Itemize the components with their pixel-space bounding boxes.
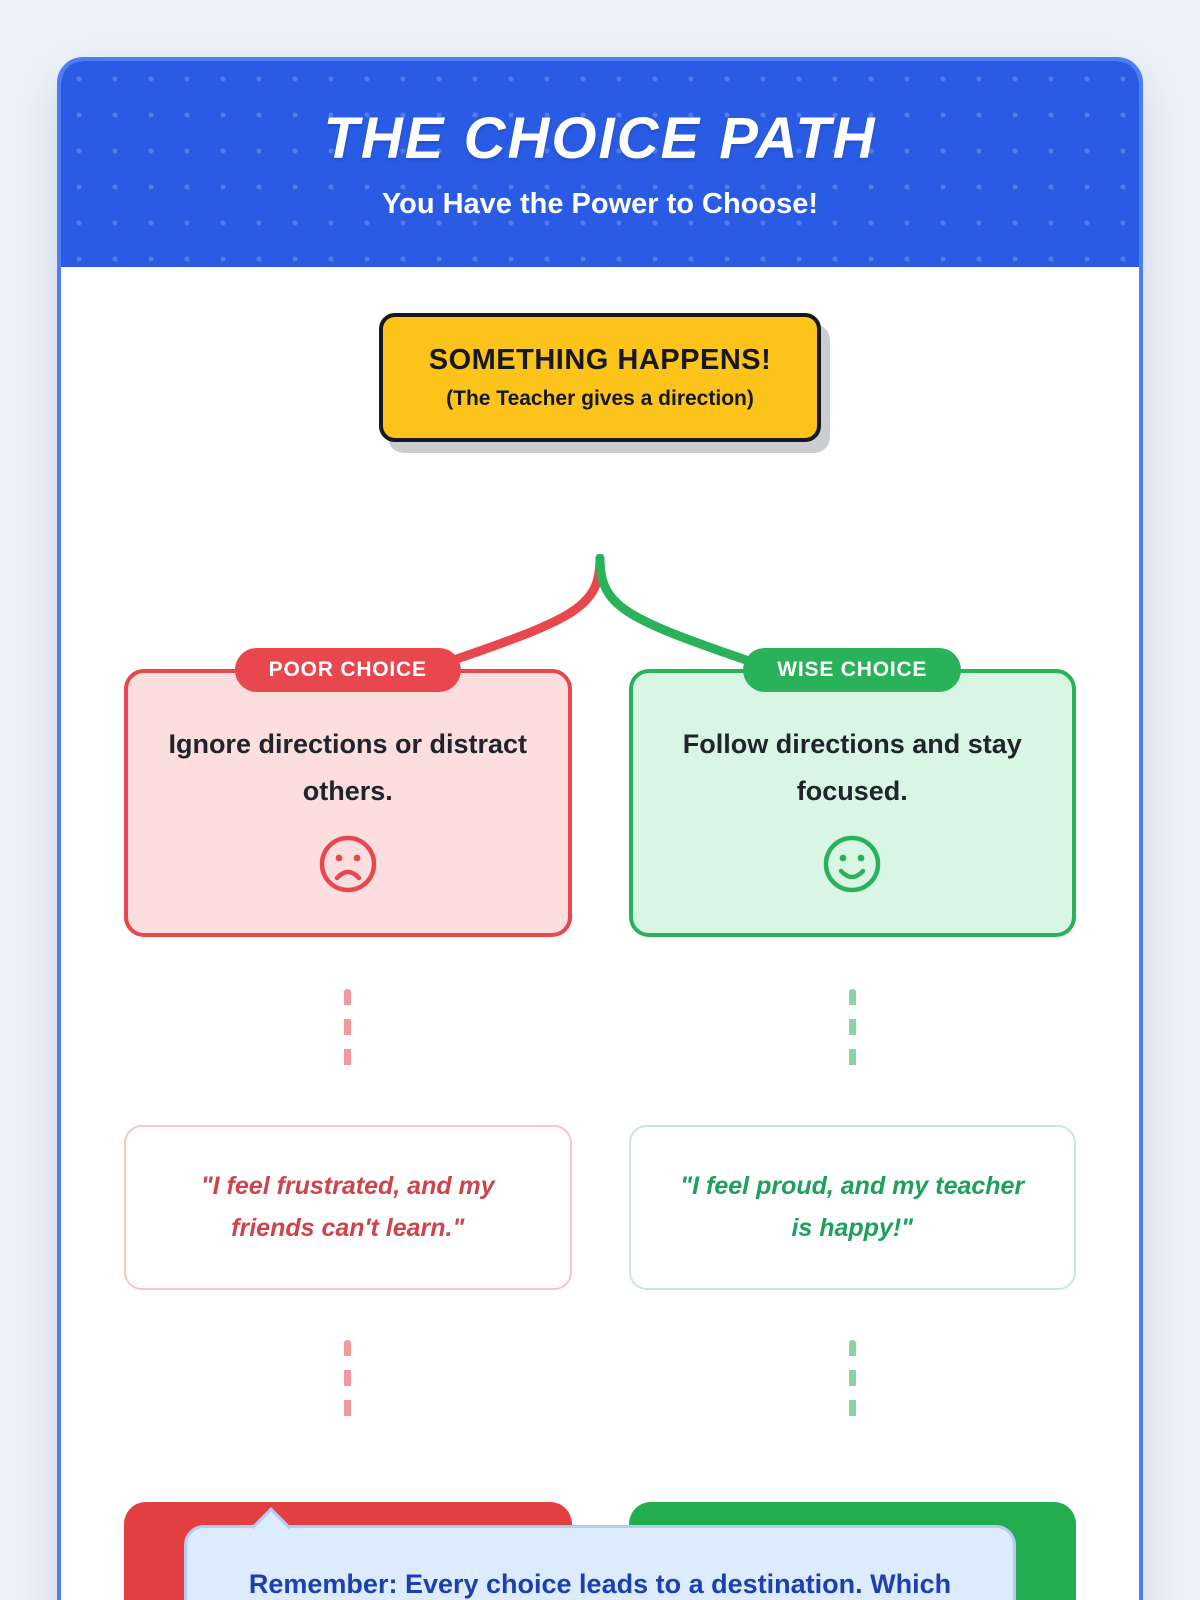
infographic-card: THE CHOICE PATH You Have the Power to Ch… [57,57,1143,1600]
dashed-connectors-row-1 [124,988,1076,1071]
dashed-connectors-row-2 [124,1339,1076,1422]
quote-cards-row: "I feel frustrated, and my friends can't… [124,1124,1076,1290]
wise-choice-card: WISE CHOICE Follow directions and stay f… [628,648,1076,937]
poor-path-curve [449,554,605,665]
page-title: THE CHOICE PATH [323,106,877,171]
poor-quote-card: "I feel frustrated, and my friends can't… [124,1124,572,1290]
wise-quote-card: "I feel proud, and my teacher is happy!" [628,1124,1076,1290]
sad-face-icon [319,835,376,892]
reminder-text: Remember: Every choice leads to a destin… [248,1568,952,1599]
poor-choice-text: Ignore directions or distract others. [168,729,528,807]
reminder-speech-bubble: Remember: Every choice leads to a destin… [184,1506,1016,1600]
wise-dashed-connector [848,988,856,1071]
smiley-face-icon [824,835,881,892]
poor-choice-badge: POOR CHOICE [234,648,461,692]
page-subtitle: You Have the Power to Choose! [381,188,819,220]
poor-choice-card: POOR CHOICE Ignore directions or distrac… [124,648,572,937]
wise-dashed-connector-2 [848,1339,856,1422]
choice-cards-row: POOR CHOICE Ignore directions or distrac… [124,648,1076,937]
start-event-title: SOMETHING HAPPENS! [428,344,772,376]
poor-dashed-connector-2 [344,1339,352,1422]
wise-choice-text: Follow directions and stay focused. [682,729,1022,807]
wise-choice-badge: WISE CHOICE [743,648,962,692]
path-split-curves [449,554,751,665]
start-event-box: SOMETHING HAPPENS! (The Teacher gives a … [378,313,822,442]
poor-dashed-connector [344,988,352,1071]
wise-path-curve [595,554,751,665]
header-banner: THE CHOICE PATH You Have the Power to Ch… [61,61,1139,267]
start-event-subtitle: (The Teacher gives a direction) [446,387,754,410]
